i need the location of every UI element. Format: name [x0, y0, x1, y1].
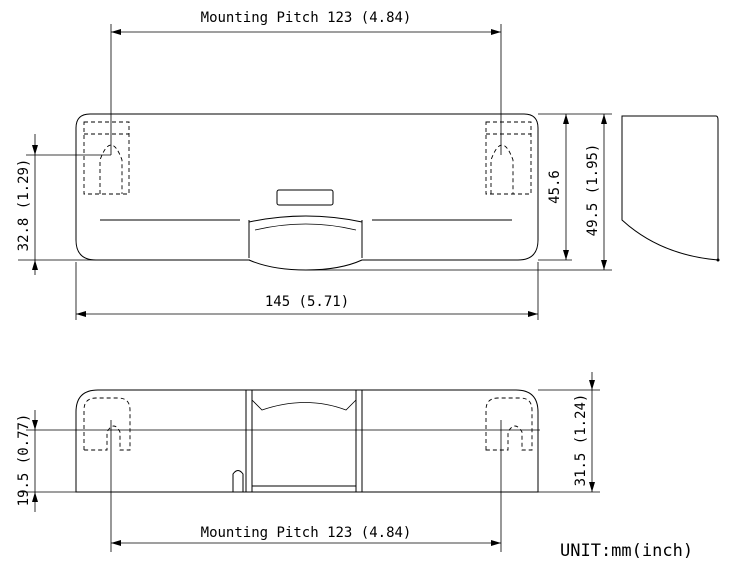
pin [232, 470, 244, 492]
total-height-label: 49.5 (1.95) [585, 144, 601, 237]
depth-label: 31.5 (1.24) [573, 394, 589, 487]
width-label: 145 (5.71) [265, 294, 349, 310]
bottom-hole-height-label: 19.5 (0.77) [16, 414, 32, 507]
bottom-right-mount-hole [485, 397, 533, 451]
side-view-outline [621, 115, 719, 261]
top-hole-height-label: 32.8 (1.29) [16, 159, 32, 252]
body-height-label: 45.6 [547, 170, 563, 204]
unit-label: UNIT:mm(inch) [560, 541, 693, 561]
center-slot [276, 189, 334, 206]
bottom-body-outline [75, 389, 539, 493]
top-view: Mounting Pitch 123 (4.84) 32.8 (1.29) 45… [16, 10, 612, 320]
bottom-left-mount-hole [83, 397, 131, 451]
left-mount-hole [83, 121, 130, 195]
top-mounting-pitch-label: Mounting Pitch 123 (4.84) [201, 10, 412, 26]
bottom-mounting-pitch-label: Mounting Pitch 123 (4.84) [201, 525, 412, 541]
bottom-view: 19.5 (0.77) 31.5 (1.24) Mounting Pitch 1… [16, 372, 600, 552]
top-body-outline [75, 113, 539, 271]
right-mount-hole [485, 121, 532, 195]
